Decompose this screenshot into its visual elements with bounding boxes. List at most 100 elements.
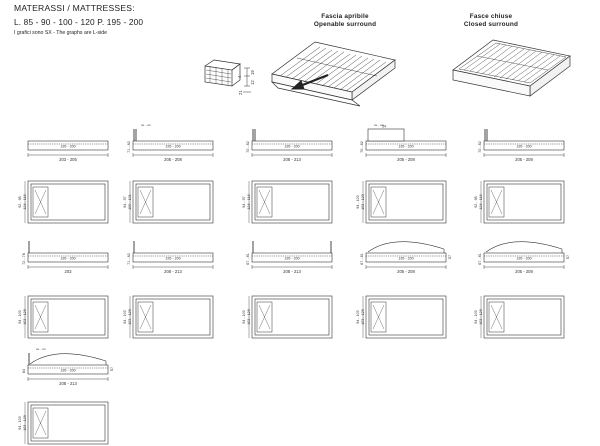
r4-c4-dim-1: 94 - 100 <box>356 310 360 324</box>
r3-c1 <box>27 241 109 269</box>
r4-c2-pillow <box>137 301 154 333</box>
r4-c3-pillow-fold-2 <box>258 304 271 330</box>
r1-c2-base <box>132 140 214 151</box>
closed-bed-illustration <box>452 39 571 97</box>
r4-c3-dim-2: 103 - 129 <box>247 309 251 325</box>
r2-c3-dim-2: 124 - 116 <box>247 194 251 209</box>
open-arrow-icon <box>290 73 329 90</box>
r2-c2-dim-1: 94 - 97 <box>123 196 127 207</box>
r3-c3-base <box>251 252 333 263</box>
r4-c1 <box>24 295 109 339</box>
r3-c2-inner-label: 195 - 200 <box>165 256 180 260</box>
r5-c1-top-label: ca. - cm <box>36 347 47 351</box>
r1-c3-base <box>251 140 333 151</box>
r2-c3-inner <box>254 183 330 221</box>
r1-c1-inner-label: 195 - 200 <box>60 144 75 148</box>
r4-c1-pillow-fold-2 <box>34 304 47 330</box>
r4-c5-dim-1: 94 - 100 <box>474 310 478 324</box>
r6-c1-dim-2: 103 - 129 <box>23 415 27 431</box>
r3-c4-height-label: 67 - 81 <box>360 253 364 265</box>
r2-c4-dim-1: 94 - 100 <box>356 195 360 209</box>
r5-c1-inner-label: 195 - 200 <box>60 368 75 372</box>
r2-c1 <box>24 180 109 224</box>
r3-c2-bottom-label: 208 - 213 <box>164 269 182 274</box>
r4-c2 <box>129 295 214 339</box>
r5-c1-height-label: 84 <box>22 369 26 373</box>
r1-c4-base <box>365 140 447 151</box>
r3-c5-height2-label: 57 <box>566 255 570 259</box>
r2-c3-pillow <box>256 186 273 218</box>
r4-c1-dim-1: 94 - 100 <box>18 310 22 324</box>
r1-c4-side-panel <box>367 128 405 142</box>
mattress-dimensions: L. 85 - 90 - 100 - 120 P. 195 - 200 <box>14 16 144 27</box>
r3-c4-height2-label: 57 <box>448 255 452 259</box>
r5-c1-height2-label: 57 <box>110 367 114 371</box>
r6-c1-pillow <box>32 407 49 439</box>
r1-c1-bottom-label: 203 - 205 <box>59 157 77 162</box>
r3-c4 <box>365 241 447 269</box>
r2-c5-pillow <box>488 186 505 218</box>
header: MATERASSI / MATTRESSES: L. 85 - 90 - 100… <box>14 3 143 37</box>
r6-c1-inner <box>30 404 106 442</box>
detail-dim-4: 4 <box>237 75 242 78</box>
r3-c2 <box>132 241 214 269</box>
r2-c3-frame <box>251 180 333 224</box>
r4-c3 <box>248 295 333 339</box>
r3-c4-inner-label: 195 - 200 <box>398 256 413 260</box>
r4-c1-pillow <box>32 301 49 333</box>
r4-c2-pillow-fold-2 <box>139 304 152 330</box>
r4-c5-frame <box>483 295 565 339</box>
r1-c4 <box>365 128 447 157</box>
r2-c2-inner <box>135 183 211 221</box>
r1-c4-bottom-label: 205 - 208 <box>397 157 415 162</box>
r4-c3-dim-1: 94 - 100 <box>242 310 246 324</box>
r2-c3 <box>248 180 333 224</box>
r4-c3-inner <box>254 298 330 336</box>
r6-c1-dim-1: 94 - 100 <box>18 416 22 430</box>
r1-c5-height-label: 70 - 82 <box>478 141 482 153</box>
r2-c2-pillow <box>137 186 154 218</box>
r5-c1-bottom-label: 208 - 213 <box>59 381 77 386</box>
openable-bed-illustration <box>270 41 396 107</box>
r2-c2-frame <box>132 180 214 224</box>
r3-c2-base <box>132 252 214 263</box>
r3-c3-bottom-label: 208 - 213 <box>283 269 301 274</box>
r1-c2 <box>132 129 214 157</box>
r2-c5-inner <box>486 183 562 221</box>
r1-c4-height-label: 70 - 82 <box>360 141 364 153</box>
r2-c4-dim-2: 103 - 123 <box>361 194 365 210</box>
r1-c2-top-label: ca. - cm <box>141 123 152 127</box>
r2-c1-pillow-fold-2 <box>34 189 47 215</box>
r1-c5-bottom-label: 205 - 208 <box>515 157 533 162</box>
r3-c3 <box>251 241 333 269</box>
r1-c5 <box>483 129 565 157</box>
r4-c2-inner <box>135 298 211 336</box>
mattresses-title: MATERASSI / MATTRESSES: <box>14 3 135 13</box>
r2-c3-pillow-fold-2 <box>258 189 271 215</box>
r3-c5-inner-label: 195 - 200 <box>516 256 531 260</box>
r4-c4 <box>362 295 447 339</box>
r4-c5-pillow-fold-2 <box>490 304 503 330</box>
r1-c1-base <box>27 140 109 151</box>
r4-c5-pillow <box>488 301 505 333</box>
r2-c4-pillow <box>370 186 387 218</box>
caption-openable: Fascia apribile Openable surround <box>290 13 400 28</box>
r1-c2-inner-label: 195 - 200 <box>165 144 180 148</box>
r4-c5-inner <box>486 298 562 336</box>
r4-c3-frame <box>251 295 333 339</box>
r3-c5-height-label: 67 - 81 <box>478 253 482 265</box>
r2-c5-dim-1: 92 - 96 <box>474 196 478 207</box>
r2-c1-dim-2: 124 - 116 <box>23 194 27 209</box>
r2-c3-dim-1: 94 - 97 <box>242 196 246 207</box>
caption-openable-en: Openable surround <box>313 20 377 28</box>
surround-detail <box>204 59 251 93</box>
r2-c2-pillow-fold-2 <box>139 189 152 215</box>
r6-c1 <box>24 401 109 445</box>
r4-c4-pillow-fold-2 <box>372 304 385 330</box>
r2-c4-frame <box>365 180 447 224</box>
detail-dim-2: 12 <box>250 80 255 85</box>
r4-c5-dim-2: 103 - 129 <box>479 309 483 325</box>
r1-c3-inner-label: 195 - 200 <box>284 144 299 148</box>
r1-c2-bottom-label: 205 - 208 <box>164 157 182 162</box>
r4-c1-inner <box>30 298 106 336</box>
